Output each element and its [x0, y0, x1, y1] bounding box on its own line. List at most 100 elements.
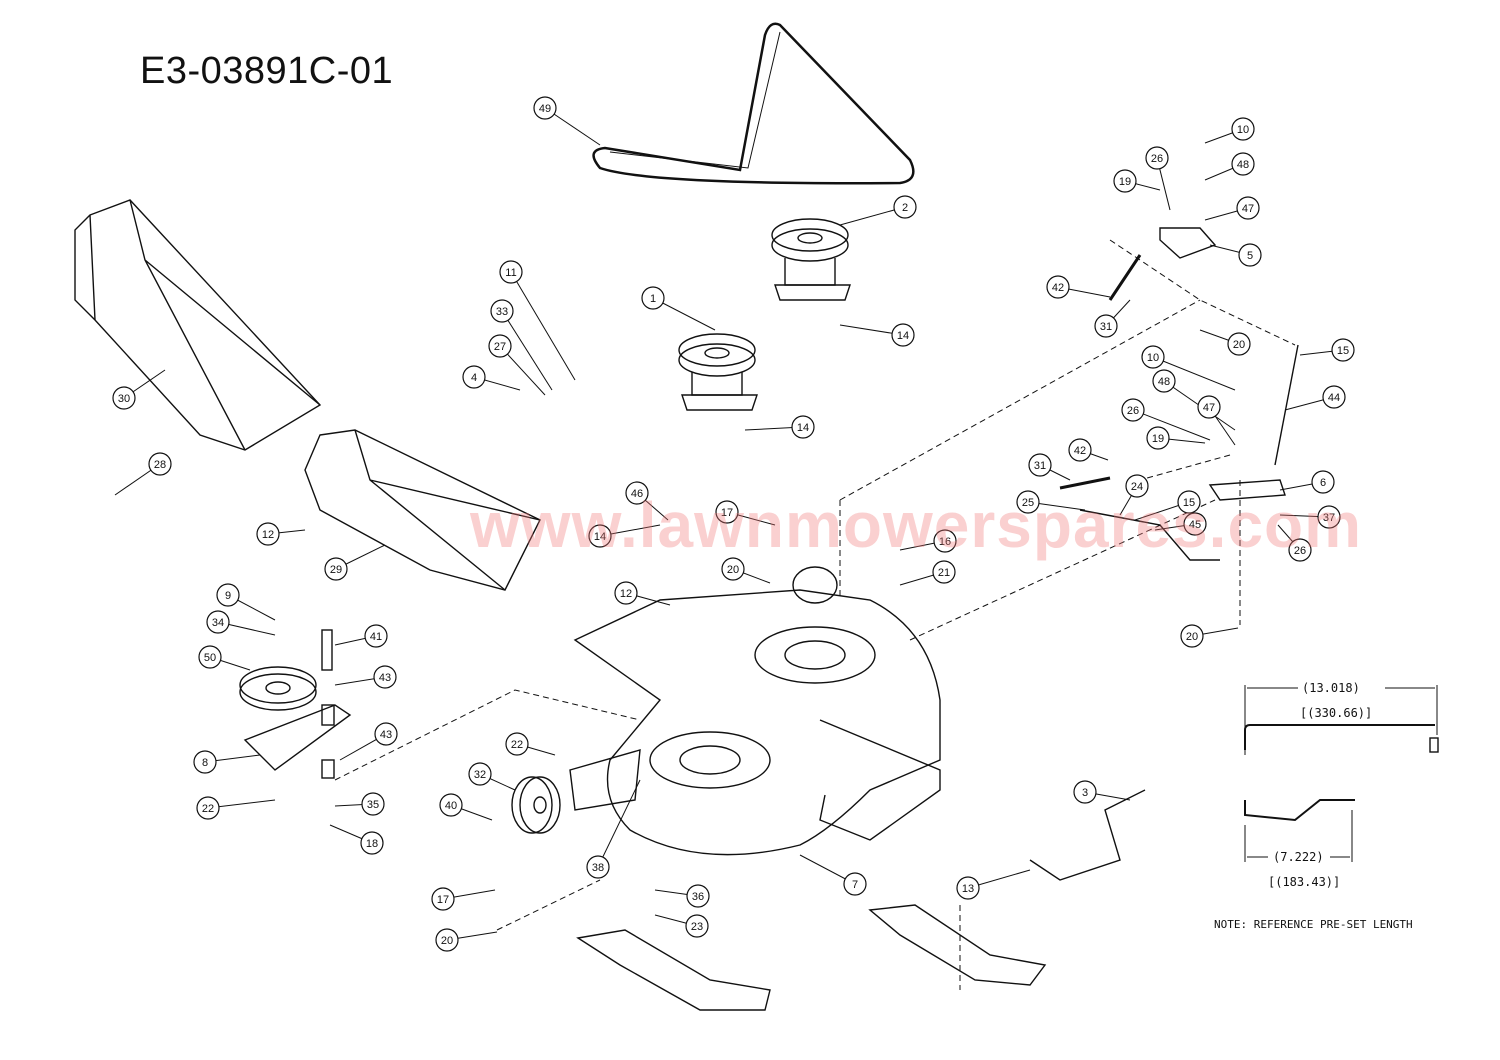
callout-circle	[1177, 490, 1201, 514]
callout-21: 21	[899, 560, 956, 586]
callout-circle	[499, 260, 523, 284]
callout-circle	[1331, 338, 1355, 362]
callout-label: 43	[379, 672, 391, 684]
reference-note: NOTE: REFERENCE PRE-SET LENGTH	[1214, 918, 1413, 931]
callout-circle	[715, 500, 739, 524]
callout-label: 29	[330, 564, 342, 576]
callout-circle	[533, 96, 557, 120]
callout-32: 32	[468, 762, 516, 791]
callout-circle	[1146, 426, 1170, 450]
callout-label: 26	[1151, 153, 1163, 165]
callout-48: 48	[1152, 369, 1236, 431]
callout-17: 17	[715, 500, 776, 526]
leader-line	[1132, 409, 1211, 441]
callout-45: 45	[1154, 512, 1207, 536]
callout-19: 19	[1113, 169, 1161, 193]
callout-circle	[586, 855, 610, 879]
callout-label: 18	[366, 838, 378, 850]
callout-26: 26	[1121, 398, 1211, 441]
callout-circle	[641, 286, 665, 310]
callout-label: 26	[1127, 405, 1139, 417]
callout-circle	[685, 914, 709, 938]
drive-belt	[592, 22, 915, 185]
callout-label: 49	[539, 103, 551, 115]
callout-label: 41	[370, 631, 382, 643]
callout-label: 15	[1183, 497, 1195, 509]
callout-circle	[791, 415, 815, 439]
callout-label: 1	[650, 293, 656, 305]
callout-circle	[1121, 398, 1145, 422]
callout-label: 12	[620, 588, 632, 600]
callout-42: 42	[1068, 438, 1109, 462]
callout-2: 2	[839, 195, 917, 226]
callout-label: 46	[631, 488, 643, 500]
callout-label: 16	[939, 536, 951, 548]
callout-label: 28	[154, 459, 166, 471]
callout-38: 38	[586, 779, 641, 879]
callout-circle	[1317, 505, 1341, 529]
spring-31a	[1108, 254, 1142, 301]
callout-20: 20	[1199, 329, 1251, 356]
callout-circle	[1113, 169, 1137, 193]
callout-circle	[364, 624, 388, 648]
callout-label: 11	[505, 267, 516, 279]
callout-circle	[505, 732, 529, 756]
callout-circle	[1322, 385, 1346, 409]
callout-6: 6	[1279, 470, 1335, 494]
gauge-wheel-32	[511, 749, 641, 834]
callout-5: 5	[1209, 243, 1262, 267]
callout-31: 31	[1028, 453, 1071, 481]
callout-circle	[1231, 117, 1255, 141]
callout-19: 19	[1146, 426, 1206, 450]
callout-label: 40	[445, 800, 457, 812]
callout-47: 47	[1197, 395, 1236, 446]
callout-circle	[843, 872, 867, 896]
callout-34: 34	[206, 610, 276, 636]
callout-20: 20	[1180, 624, 1239, 648]
callout-circle	[893, 195, 917, 219]
callout-circle	[614, 581, 638, 605]
callout-label: 45	[1189, 519, 1201, 531]
callout-22: 22	[505, 732, 556, 756]
callout-circle	[112, 386, 136, 410]
callout-circle	[324, 557, 348, 581]
callout-label: 22	[511, 739, 523, 751]
callout-circle	[256, 522, 280, 546]
pulley-1	[678, 333, 758, 411]
callout-24: 24	[1119, 474, 1149, 516]
callout-circle	[588, 524, 612, 548]
callout-circle	[1073, 780, 1097, 804]
callout-circle	[1141, 345, 1165, 369]
callout-circle	[196, 796, 220, 820]
callout-label: 24	[1131, 481, 1143, 493]
callout-31: 31	[1094, 299, 1131, 338]
callout-35: 35	[334, 792, 385, 816]
callout-circle	[431, 887, 455, 911]
blade-right	[868, 904, 1047, 986]
callout-label: 30	[118, 393, 130, 405]
callout-circle	[1183, 512, 1207, 536]
callout-label: 42	[1074, 445, 1086, 457]
callout-label: 7	[852, 879, 858, 891]
callout-circle	[1236, 196, 1260, 220]
callout-4: 4	[462, 365, 521, 391]
callout-27: 27	[488, 334, 546, 396]
callout-circle	[625, 481, 649, 505]
callout-circle	[1152, 369, 1176, 393]
callout-14: 14	[744, 415, 815, 439]
callout-22: 22	[196, 796, 276, 820]
callout-label: 8	[202, 757, 208, 769]
callout-50: 50	[198, 645, 251, 671]
idler-pulley-50	[239, 629, 352, 779]
callout-circle	[490, 299, 514, 323]
leader-line	[1152, 356, 1236, 391]
blade-left	[576, 929, 771, 1011]
callout-label: 12	[262, 529, 274, 541]
callout-label: 47	[1203, 402, 1215, 414]
callout-29: 29	[324, 544, 386, 581]
callout-label: 36	[692, 891, 704, 903]
callout-label: 38	[592, 862, 604, 874]
callout-circle	[1046, 275, 1070, 299]
